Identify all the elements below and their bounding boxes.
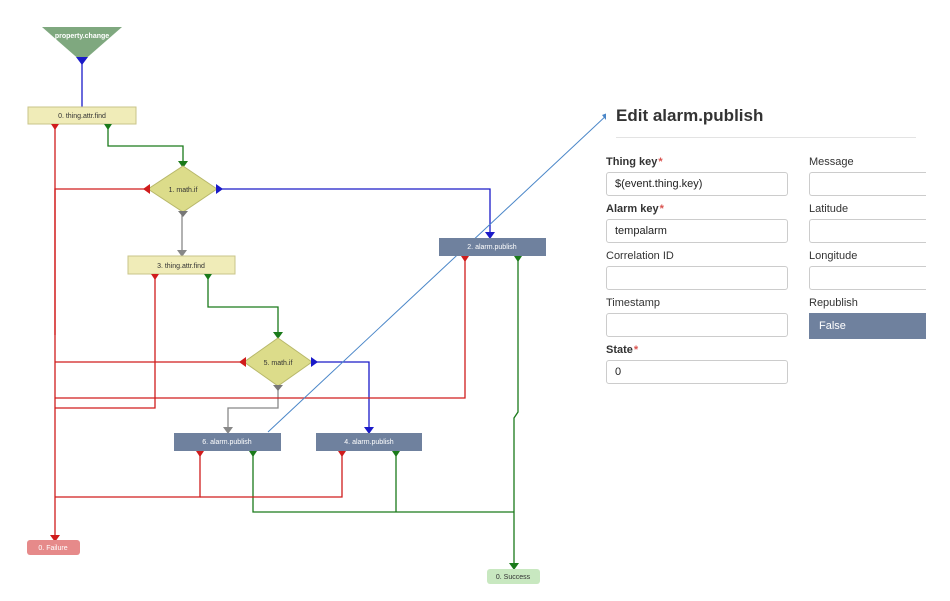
connector-find0-to-if1 [107,124,184,166]
arrowhead-pub2 [485,232,495,239]
correlation-id-input[interactable] [606,266,788,290]
node-pub4[interactable]: 4. alarm.publish [316,433,422,457]
republish-toggle-button[interactable]: False [809,313,926,339]
longitude-input[interactable] [809,266,926,290]
panel-title: Edit alarm.publish [616,106,764,125]
node-success-label: 0. Success [496,574,531,581]
timestamp-label: Timestamp [606,297,660,309]
connector-pub2-to-success [513,256,519,568]
republish-label: Republish [809,297,858,309]
trigger-label: property.change [55,33,109,40]
connector-pub4-to-failure [200,452,343,498]
node-find0[interactable]: 0. thing.attr.find [27,106,137,130]
thing-key-input[interactable]: $(event.thing.key) [606,172,788,196]
edit-panel: Edit alarm.publish Thing key $(event.thi… [606,100,926,400]
state-input[interactable]: 0 [606,360,788,384]
connector-if1-to-failure [54,188,148,335]
workflow-diagram: property.change 0. thing.attr.find 1. ma… [27,27,606,584]
node-pub2-label: 2. alarm.publish [467,244,517,251]
correlation-id-label: Correlation ID [606,250,674,262]
arrowhead-pub6 [223,427,233,434]
connector-find3-to-failure [55,274,156,409]
node-find3-label: 3. thing.attr.find [157,263,205,270]
node-if5-label: 5. math.if [264,360,293,367]
node-failure-label: 0. Failure [38,545,67,552]
trigger-node[interactable]: property.change [42,27,122,65]
connector-if5-to-pub4 [312,361,370,432]
timestamp-input[interactable] [606,313,788,337]
connector-if1-to-pub2 [217,188,491,237]
message-input[interactable] [809,172,926,196]
latitude-label: Latitude [809,203,849,215]
connector-pub2-to-failure [55,256,466,399]
node-success[interactable]: 0. Success [487,569,540,584]
arrowhead-failure [50,535,60,542]
latitude-input[interactable] [809,219,926,243]
node-if1-label: 1. math.if [169,187,198,194]
arrowhead-if1 [178,161,188,168]
edit-panel-pointer-line [267,115,606,433]
arrowhead-find3 [177,250,187,257]
node-pub6-label: 6. alarm.publish [202,439,252,446]
longitude-label: Longitude [809,250,858,262]
connector-pub6-to-success [252,452,514,513]
alarm-key-label: Alarm key [606,203,664,215]
connector-if5-to-pub6 [227,386,279,432]
arrowhead-if5 [273,332,283,339]
node-pub4-label: 4. alarm.publish [344,439,394,446]
arrowhead-success [509,563,519,570]
message-label: Message [809,156,854,168]
connector-pub6-to-failure [55,452,201,498]
edit-panel-pointer-arrow [602,113,606,120]
node-failure[interactable]: 0. Failure [27,540,80,555]
node-pub2[interactable]: 2. alarm.publish [439,238,546,262]
panel-divider [616,137,916,138]
connector-find3-to-if5 [207,274,279,337]
node-if5[interactable]: 5. math.if [239,337,318,391]
state-label: State [606,344,638,356]
node-pub6[interactable]: 6. alarm.publish [174,433,281,457]
node-find3[interactable]: 3. thing.attr.find [127,255,236,280]
node-if1[interactable]: 1. math.if [143,165,223,217]
arrowhead-pub4 [364,427,374,434]
node-find0-label: 0. thing.attr.find [58,113,106,120]
alarm-key-input[interactable]: tempalarm [606,219,788,243]
thing-key-label: Thing key [606,156,663,168]
